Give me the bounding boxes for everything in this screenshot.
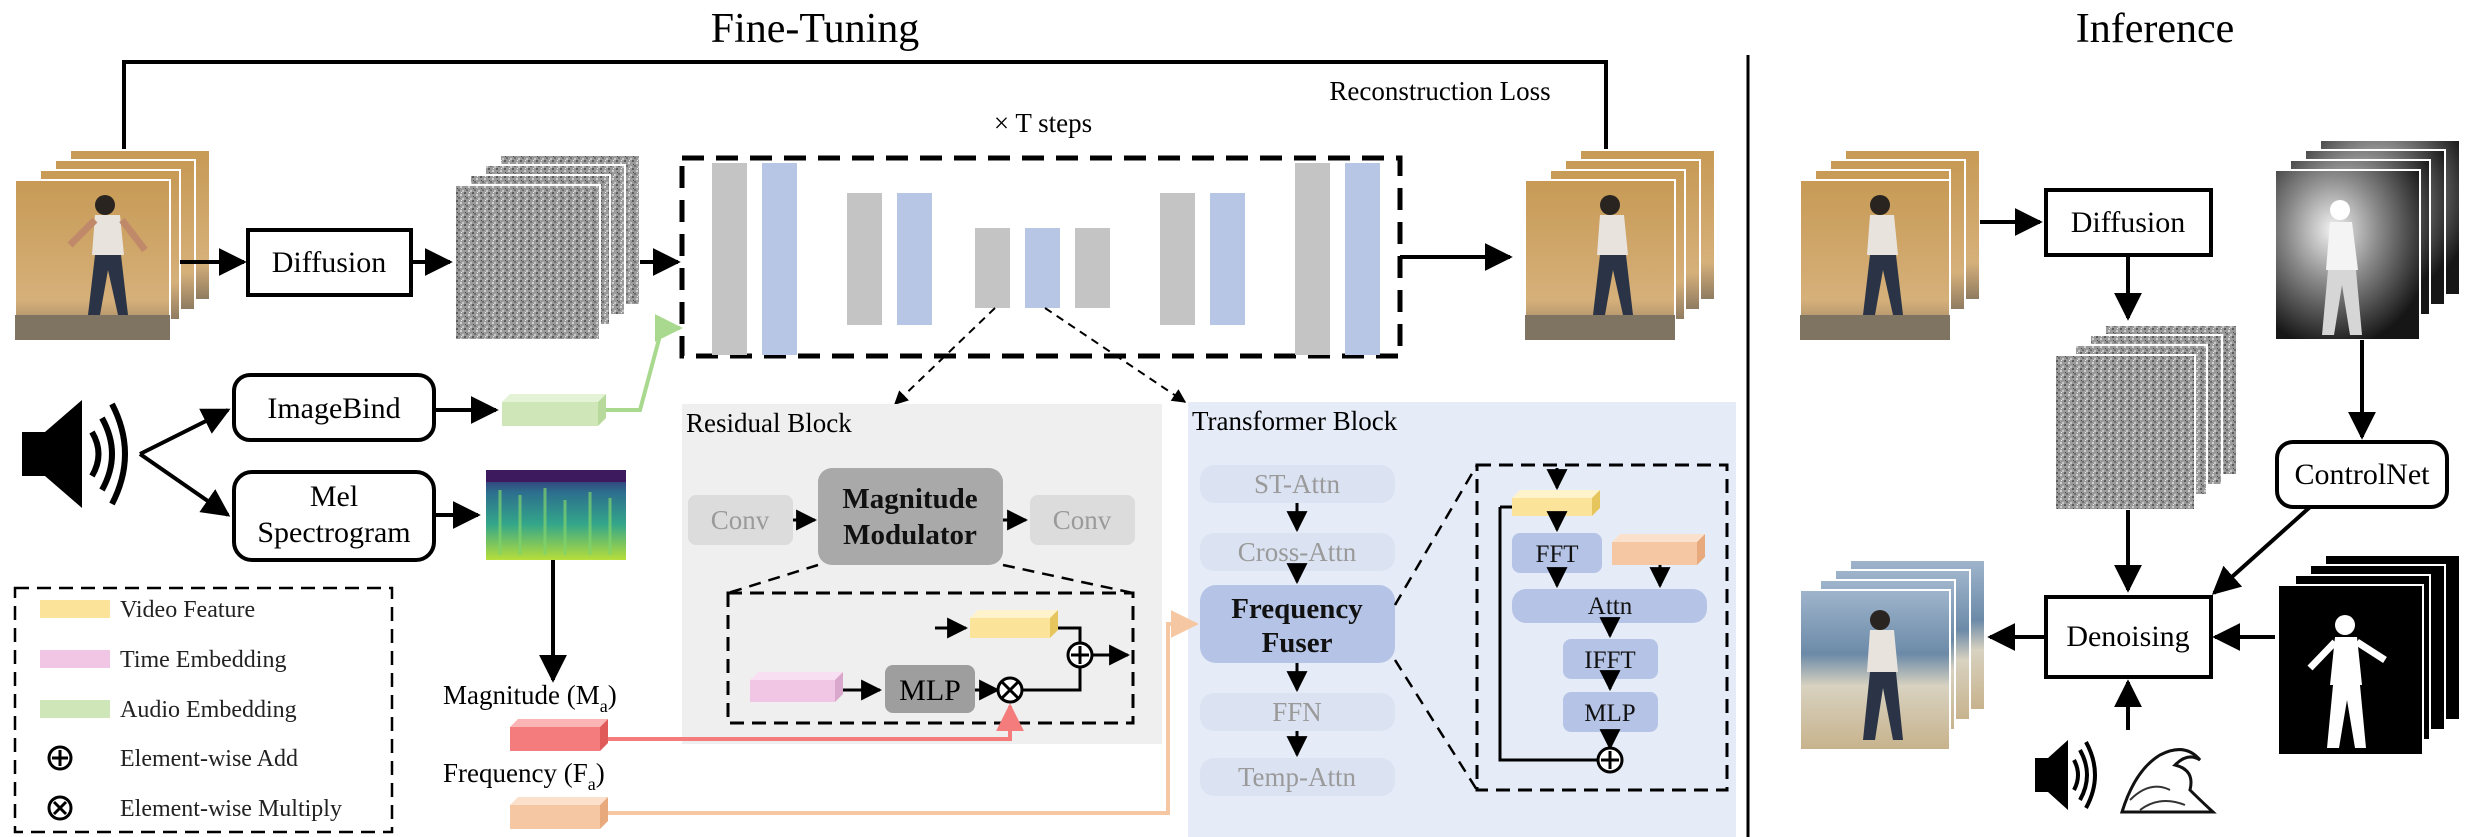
frequency-token [510, 797, 608, 829]
inference-input-frames [1799, 149, 1981, 341]
diffusion-label: Diffusion [272, 246, 386, 279]
temp-attn [1200, 758, 1395, 796]
output-video-frames [1524, 149, 1716, 341]
svg-text:Element-wise Add: Element-wise Add [120, 746, 298, 772]
st-attn [1200, 465, 1395, 503]
magnitude-modulator [818, 468, 1003, 565]
arrow-audio-to-mel [138, 452, 231, 517]
svg-text:Audio Embedding: Audio Embedding [120, 697, 297, 723]
cross-attn [1200, 533, 1395, 571]
mlp-fuser [1563, 692, 1658, 732]
link-to-residual [893, 307, 996, 405]
svg-text:Element-wise Multiply: Element-wise Multiply [120, 796, 342, 822]
legend-time-embedding: Time Embedding [40, 647, 286, 673]
svg-text:Attn: Attn [1588, 593, 1633, 620]
depth-map-frames [2274, 139, 2461, 341]
frequency-fuser [1200, 585, 1395, 663]
controlnet-box [2275, 440, 2449, 509]
inference-title: Inference [2076, 6, 2235, 52]
inference-noise [2054, 324, 2238, 511]
svg-text:Denoising: Denoising [2066, 620, 2189, 653]
spectrogram-image [486, 470, 626, 560]
inference-output-frames [1799, 559, 1986, 751]
ifft-box [1563, 639, 1658, 679]
ffn [1200, 693, 1395, 731]
frequency-token-fuser [1612, 534, 1705, 565]
audio-embedding-token [502, 394, 606, 426]
loss-label: Reconstruction Loss [1329, 76, 1550, 106]
legend-add: Element-wise Add [47, 745, 298, 772]
modulator-detail [726, 591, 1135, 725]
fft-box [1512, 533, 1602, 573]
svg-text:Magnitude: Magnitude [842, 483, 977, 515]
attn-box [1512, 589, 1707, 623]
mel-label-1: Mel [310, 480, 358, 513]
svg-text:FFN: FFN [1272, 697, 1322, 727]
link-to-transformer [1044, 307, 1187, 403]
speaker-icon [22, 400, 128, 508]
finetune-title: Fine-Tuning [711, 6, 920, 52]
inference-speaker-icon [2035, 740, 2097, 810]
mel-label-2: Spectrogram [257, 516, 410, 549]
svg-text:Modulator: Modulator [843, 519, 977, 551]
svg-text:Fuser: Fuser [1262, 627, 1333, 659]
time-embedding-token [750, 672, 843, 702]
imagebind-label: ImageBind [267, 392, 400, 425]
unet-layers [712, 163, 1380, 355]
legend-audio-embedding: Audio Embedding [40, 697, 297, 723]
residual-conv-right [1030, 495, 1135, 545]
svg-text:IFFT: IFFT [1584, 647, 1635, 674]
arrow-magnitude-to-multiply [608, 703, 1024, 741]
denoising-box [2044, 595, 2213, 679]
legend-video-feature: Video Feature [40, 597, 255, 623]
svg-text:Conv: Conv [1053, 505, 1112, 535]
mlp-residual [885, 665, 975, 713]
svg-text:Cross-Attn: Cross-Attn [1238, 537, 1357, 567]
magnitude-token [510, 719, 608, 751]
frequency-label: Frequency (Fa) [443, 758, 605, 794]
svg-text:MLP: MLP [1584, 700, 1635, 727]
residual-conv-left [688, 495, 793, 545]
svg-text:ST-Attn: ST-Attn [1254, 469, 1341, 499]
legend-multiply: Element-wise Multiply [47, 795, 342, 822]
magnitude-label: Magnitude (Ma) [443, 680, 617, 716]
svg-text:Video Feature: Video Feature [120, 597, 255, 623]
arrow-audio-to-imagebind [139, 408, 231, 456]
arrow-frequency-to-fuser [608, 610, 1199, 815]
svg-text:Time Embedding: Time Embedding [120, 647, 286, 673]
input-video-frames [14, 149, 211, 341]
arrow-embedding-to-unet [606, 314, 683, 412]
noise-latents [454, 154, 641, 341]
svg-text:MLP: MLP [899, 674, 961, 707]
video-feature-token-fuser [1512, 490, 1600, 516]
imagebind-box [232, 373, 436, 442]
svg-text:ControlNet: ControlNet [2295, 458, 2431, 491]
steps-label: × T steps [994, 108, 1092, 138]
residual-title: Residual Block [686, 408, 852, 438]
transformer-title: Transformer Block [1192, 406, 1398, 436]
svg-text:Diffusion: Diffusion [2071, 206, 2185, 239]
mask-frames [2277, 554, 2461, 756]
wave-image [2119, 730, 2217, 815]
video-feature-token-residual [970, 610, 1058, 638]
svg-text:Frequency: Frequency [1231, 593, 1363, 625]
loss-bracket [122, 60, 1608, 150]
svg-text:FFT: FFT [1535, 541, 1578, 568]
svg-text:Conv: Conv [711, 505, 770, 535]
svg-text:Temp-Attn: Temp-Attn [1238, 762, 1357, 792]
